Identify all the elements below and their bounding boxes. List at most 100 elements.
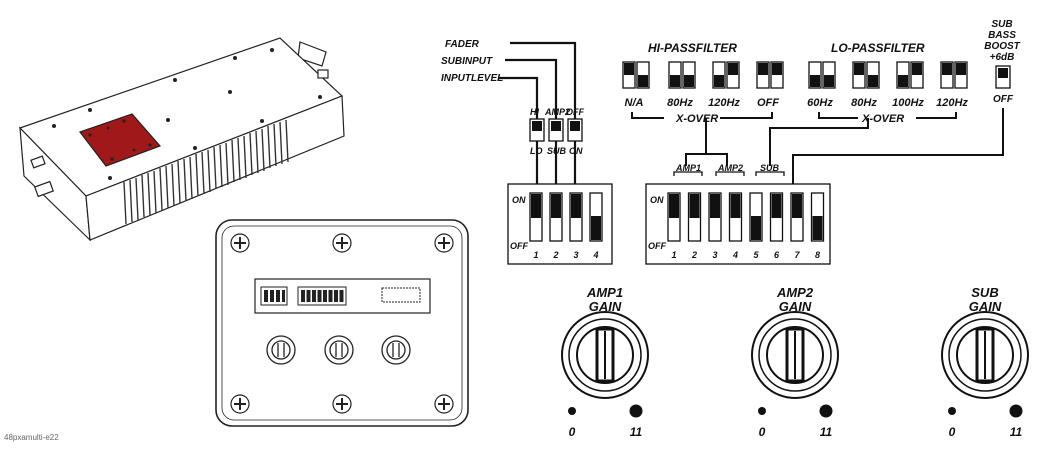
lo-pass-switch-4[interactable]	[940, 61, 968, 89]
sub-bass-line4: +6dB	[990, 52, 1015, 63]
fader-switch[interactable]	[567, 118, 583, 142]
dip8-number-3: 3	[712, 250, 717, 260]
max-dot-icon	[819, 404, 833, 418]
dip4-number-3: 3	[573, 250, 578, 260]
dip8-switch-7[interactable]	[790, 192, 804, 242]
lo-pass-option-3: 100Hz	[892, 97, 924, 109]
dip8-on-label: ON	[650, 195, 664, 205]
hi-pass-switch-4[interactable]	[756, 61, 784, 89]
amplifier-illustration	[18, 37, 345, 242]
knob-1-title: AMP1	[586, 285, 623, 300]
gain-knob-2[interactable]	[751, 311, 839, 399]
hi-pass-switch-3[interactable]	[712, 61, 740, 89]
dip8-number-4: 4	[732, 250, 738, 260]
switch3-top-label: OFF	[566, 107, 584, 117]
small-switches	[529, 118, 583, 142]
sub-bass-line2: BASS	[988, 30, 1016, 41]
group-amp1-label: AMP1	[675, 163, 701, 173]
max-dot-icon	[1009, 404, 1023, 418]
sub-bass-state: OFF	[993, 94, 1014, 105]
group-sub-label: SUB	[760, 163, 780, 173]
knob-2-subtitle: GAIN	[779, 299, 812, 314]
dip8-switch-8[interactable]	[810, 192, 825, 242]
dip8-switch-1[interactable]	[667, 192, 681, 242]
knob-3-max-label: 11	[1010, 425, 1023, 439]
knob-1-min-label: 0	[569, 425, 576, 439]
hi-pass-option-1: N/A	[625, 97, 644, 109]
lo-pass-xover-label: X-OVER	[861, 113, 904, 125]
dip4-switch-2[interactable]	[549, 192, 563, 242]
hi-pass-title: HI-PASSFILTER	[648, 41, 737, 55]
knob-2-min-label: 0	[759, 425, 766, 439]
lo-pass-option-4: 120Hz	[936, 97, 968, 109]
knob-3-subtitle: GAIN	[969, 299, 1002, 314]
dip8-number-5: 5	[753, 250, 759, 260]
dip8-number-7: 7	[794, 250, 800, 260]
hi-pass-option-4: OFF	[757, 97, 779, 109]
knob-1-subtitle: GAIN	[589, 299, 622, 314]
group-amp2-label: AMP2	[717, 163, 743, 173]
knob-2-max-label: 11	[820, 425, 833, 439]
lo-pass-option-2: 80Hz	[851, 97, 877, 109]
hi-pass-option-3: 120Hz	[708, 97, 740, 109]
dip8-switch-4[interactable]	[728, 192, 743, 242]
hi-pass-option-2: 80Hz	[667, 97, 693, 109]
subinput-switch[interactable]	[548, 118, 564, 142]
lo-pass-title: LO-PASSFILTER	[831, 41, 925, 55]
knob-1-max-label: 11	[630, 425, 643, 439]
switch3-bottom-label: ON	[569, 146, 583, 156]
dip4-number-2: 2	[552, 250, 558, 260]
dip8-switch-6[interactable]	[769, 192, 784, 242]
lo-pass-switch-2[interactable]	[852, 61, 880, 89]
panel-screw-icons	[230, 233, 454, 414]
dip8-number-1: 1	[671, 250, 676, 260]
control-panel-illustration	[215, 219, 469, 427]
input-level-switch[interactable]	[529, 118, 545, 142]
min-dot-icon	[948, 407, 956, 415]
max-dot-icon	[629, 404, 643, 418]
lo-pass-switch-3[interactable]	[896, 61, 924, 89]
dip8-switch-2[interactable]	[687, 192, 702, 242]
sub-bass-line3: BOOST	[984, 41, 1020, 52]
knob-3-min-label: 0	[949, 425, 956, 439]
gain-knob-3[interactable]	[941, 311, 1029, 399]
lo-pass-switch-1[interactable]	[808, 61, 836, 89]
hi-pass-xover-label: X-OVER	[675, 113, 718, 125]
dip4-switch-3[interactable]	[569, 192, 583, 242]
min-dot-icon	[568, 407, 576, 415]
switch2-top-label: AMP2	[544, 107, 570, 117]
input-settings-leader-lines	[498, 41, 577, 190]
knob-2-title: AMP2	[776, 285, 814, 300]
sub-bass-boost-switch[interactable]	[995, 65, 1011, 89]
sub-bass-leader-line	[792, 108, 1004, 190]
dip8-number-6: 6	[774, 250, 780, 260]
dip8-switch-5[interactable]	[749, 192, 763, 242]
subinput-label: SUBINPUT	[441, 56, 493, 67]
dip4-switch-4[interactable]	[589, 192, 603, 242]
dip-switch-8	[645, 183, 831, 265]
image-caption: 48pxamulti-e22	[4, 433, 59, 442]
dip4-on-label: ON	[512, 195, 526, 205]
sub-bass-line1: SUB	[991, 19, 1012, 30]
dip4-switch-1[interactable]	[529, 192, 543, 242]
switch1-top-label: HI	[530, 107, 539, 117]
fader-label: FADER	[445, 39, 480, 50]
switch2-bottom-label: SUB	[547, 146, 567, 156]
red-access-plate	[79, 113, 162, 167]
dip4-number-1: 1	[533, 250, 538, 260]
min-dot-icon	[758, 407, 766, 415]
switch1-bottom-label: LO	[530, 146, 543, 156]
dip4-off-label: OFF	[510, 241, 528, 251]
gain-knob-1[interactable]	[561, 311, 649, 399]
dip8-number-2: 2	[691, 250, 697, 260]
dip4-number-4: 4	[592, 250, 598, 260]
input-level-label: INPUTLEVEL	[441, 73, 503, 84]
dip8-off-label: OFF	[648, 241, 666, 251]
hi-pass-switch-2[interactable]	[668, 61, 696, 89]
dip8-number-8: 8	[815, 250, 820, 260]
hi-pass-switch-1[interactable]	[622, 61, 650, 89]
lo-pass-option-1: 60Hz	[807, 97, 833, 109]
dip8-switch-3[interactable]	[708, 192, 722, 242]
dip-switch-4	[507, 183, 613, 265]
